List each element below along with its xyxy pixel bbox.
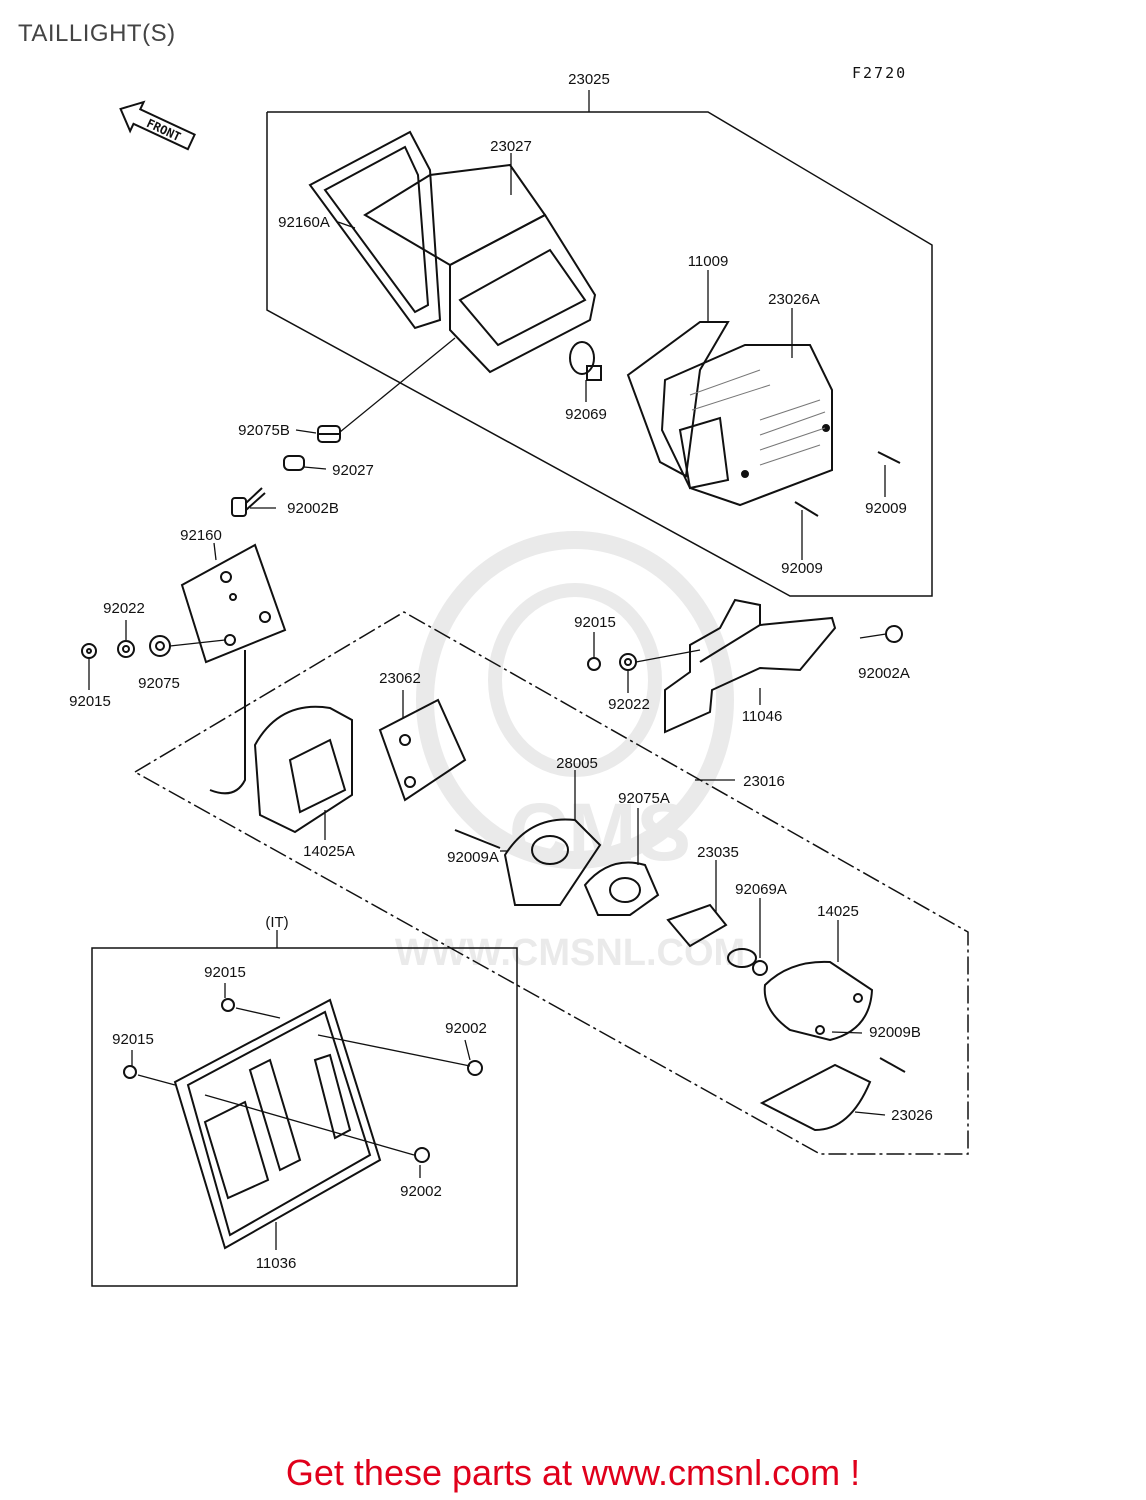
plate-holder-11036 [123, 998, 483, 1250]
collar-92027 [283, 455, 305, 471]
callout-11009: 11009 [688, 253, 729, 270]
callout-92009B: 92009B [869, 1024, 921, 1041]
cover-23026 [759, 1063, 872, 1132]
group-label-it: (IT) [265, 914, 288, 931]
callout-23016: 23016 [743, 773, 785, 790]
callout-92160: 92160 [180, 527, 222, 544]
callout-92002-it-top: 92002 [445, 1020, 487, 1037]
callout-92075B: 92075B [238, 422, 290, 439]
callout-labels: 23025 23027 92160A 11009 23026A 92069 92… [69, 71, 933, 1272]
callout-92002-it-bottom: 92002 [400, 1183, 442, 1200]
screw-92009B [879, 1057, 906, 1073]
callout-11036: 11036 [256, 1255, 297, 1272]
callout-23027: 23027 [490, 138, 532, 155]
callout-92160A: 92160A [278, 214, 330, 231]
callout-92015-left: 92015 [69, 693, 111, 710]
housing-14025A [209, 650, 353, 834]
callout-11046: 11046 [742, 708, 783, 725]
callout-92069: 92069 [565, 406, 607, 423]
callout-92027: 92027 [332, 462, 374, 479]
washers-mid [587, 653, 637, 671]
box-it [91, 947, 518, 1287]
callout-23026A: 23026A [768, 291, 820, 308]
watermark: CMS WWW.CMSNL.COM [395, 531, 745, 974]
callout-14025: 14025 [817, 903, 859, 920]
box-23025 [266, 111, 933, 597]
footer-link[interactable]: Get these parts at www.cmsnl.com ! [285, 1452, 861, 1493]
watermark-url: WWW.CMSNL.COM [395, 932, 745, 974]
callout-92075A: 92075A [618, 790, 670, 807]
lens-assembly-23026A [626, 321, 833, 507]
callout-92022-mid: 92022 [608, 696, 650, 713]
callout-92075: 92075 [138, 675, 180, 692]
lens-14025 [763, 960, 874, 1042]
page-title: TAILLIGHT(S) [18, 20, 176, 47]
clip-23035 [666, 903, 728, 948]
callout-92009-bottom: 92009 [781, 560, 823, 577]
callout-92022-left: 92022 [103, 600, 145, 617]
group-boxes [91, 111, 969, 1287]
washers-left [81, 635, 171, 659]
callout-14025A: 14025A [303, 843, 355, 860]
callout-92002B: 92002B [287, 500, 339, 517]
callout-23062: 23062 [379, 670, 421, 687]
taillight-base-23027 [308, 130, 597, 374]
front-arrow-icon: FRONT [119, 100, 196, 151]
bulb-92069 [569, 341, 602, 381]
callout-23035: 23035 [697, 844, 739, 861]
callout-92015-mid: 92015 [574, 614, 616, 631]
bulb-92069A [727, 948, 768, 976]
box-23016 [134, 611, 969, 1155]
grommet-92075B [317, 425, 341, 443]
callout-28005: 28005 [556, 755, 598, 772]
callout-92069A: 92069A [735, 881, 787, 898]
callout-92002A: 92002A [858, 665, 910, 682]
screw-92009 [794, 451, 901, 517]
watermark-logo: CMS [509, 787, 691, 878]
socket-92075A [583, 861, 660, 916]
callout-92009A: 92009A [447, 849, 499, 866]
lens-grid [689, 369, 826, 466]
callout-92009-right: 92009 [865, 500, 907, 517]
callout-23026: 23026 [891, 1107, 933, 1124]
leader-lines [88, 90, 887, 1250]
bolt-92002B [231, 487, 266, 517]
plate-92160 [180, 543, 287, 664]
callout-92015-it-left: 92015 [112, 1031, 154, 1048]
callout-23025: 23025 [568, 71, 610, 88]
socket-28005 [454, 818, 602, 906]
figure-code: F2720 [852, 64, 908, 82]
plate-23062 [378, 698, 467, 802]
callout-92015-it-top: 92015 [204, 964, 246, 981]
